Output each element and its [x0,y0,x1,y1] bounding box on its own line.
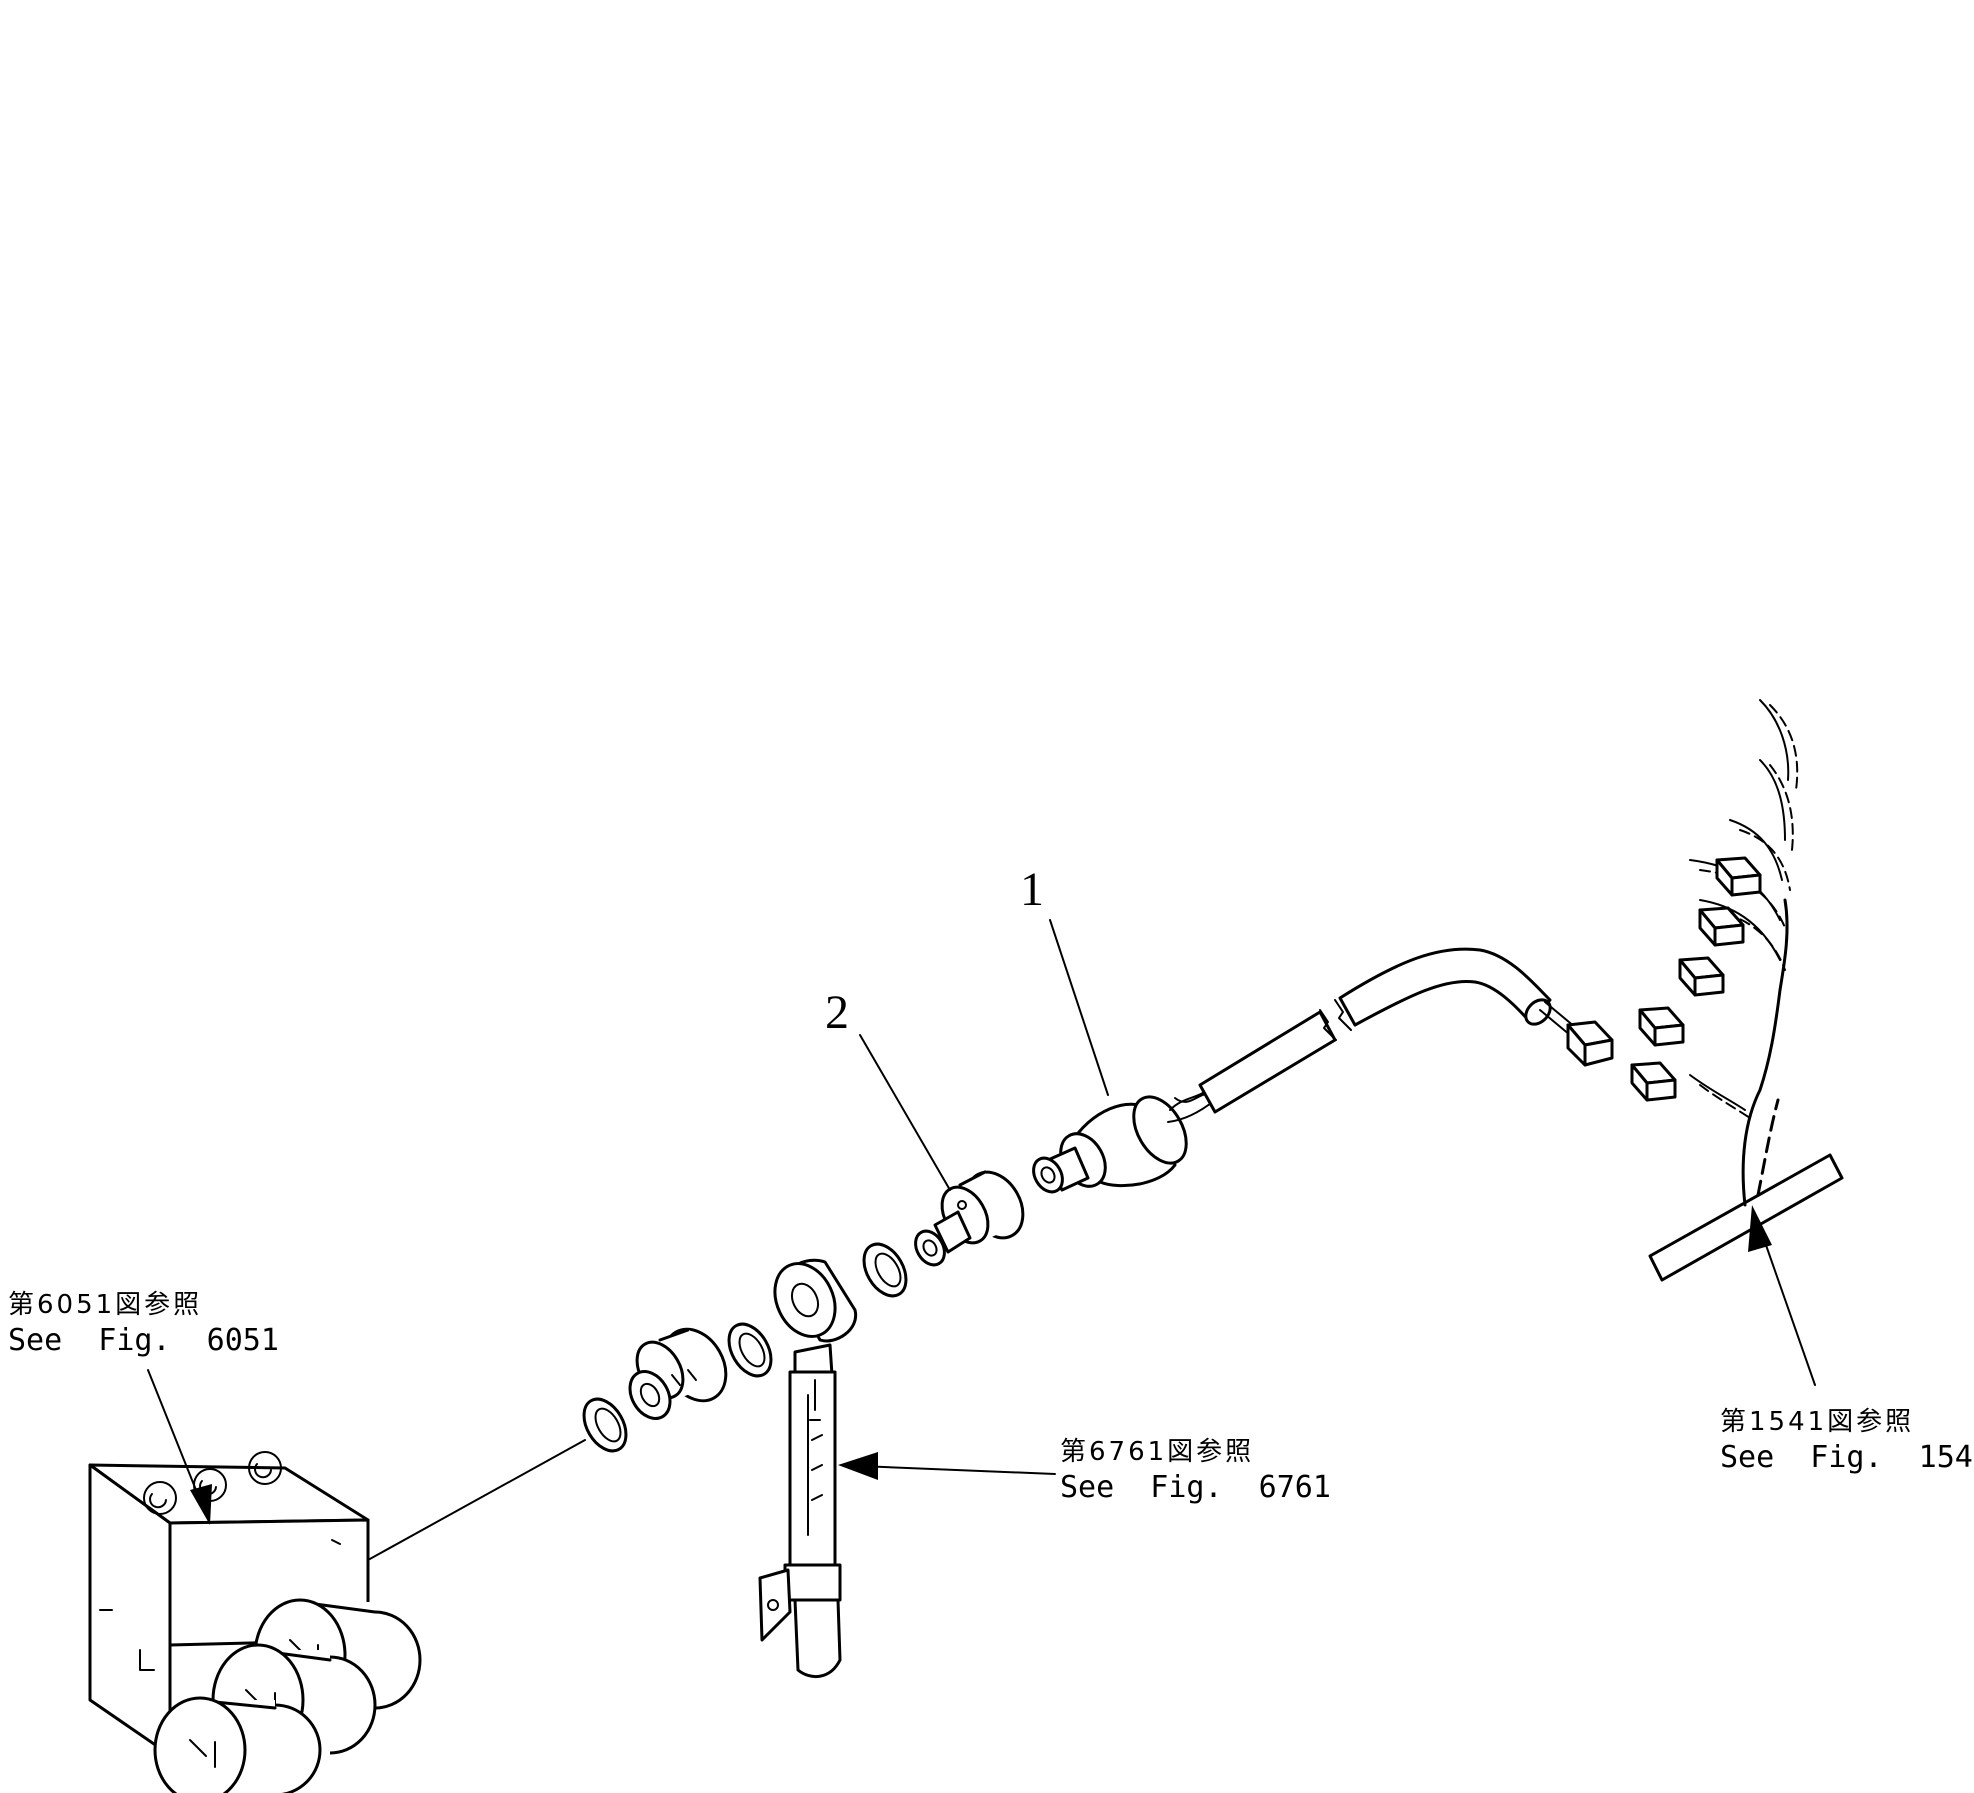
callout-2-leader [859,1034,951,1191]
part-2-adapter [914,1170,1025,1267]
callout-1-leader [1049,919,1109,1096]
solenoid-coil-3 [153,1696,322,1793]
harness-connector [1678,956,1725,997]
hose-assembly [758,1258,858,1679]
ref-6761-jp: 第6761図参照 [1060,1437,1254,1467]
ref-6761-arrow [838,1452,1056,1480]
callout-2-label: 2 [825,986,849,1039]
harness-connector [1698,906,1745,947]
harness-connector [1638,1006,1685,1047]
ref-1541-arrow [1748,1205,1816,1386]
ref-1541-en: See Fig. 1541 [1720,1440,1974,1475]
ref-6761-en: See Fig. 6761 [1060,1470,1331,1505]
ref-1541-jp: 第1541図参照 [1720,1407,1914,1437]
ref-6051-en: See Fig. 6051 [8,1323,279,1358]
harness-connector [1715,856,1762,897]
washer-right [862,1242,908,1298]
assembly-axis-line [367,1439,586,1561]
washer-middle [727,1322,773,1378]
ref-6051-jp: 第6051図参照 [8,1290,202,1320]
part-1-pressure-switch [1032,947,1614,1194]
ref-6051-arrow [147,1369,212,1525]
harness-connector [1630,1061,1677,1102]
adapter-fitting [628,1327,728,1420]
valve-block [88,1451,422,1793]
washer-left [582,1397,628,1453]
callout-1-label: 1 [1020,863,1044,916]
wiring-harness [1630,699,1844,1282]
